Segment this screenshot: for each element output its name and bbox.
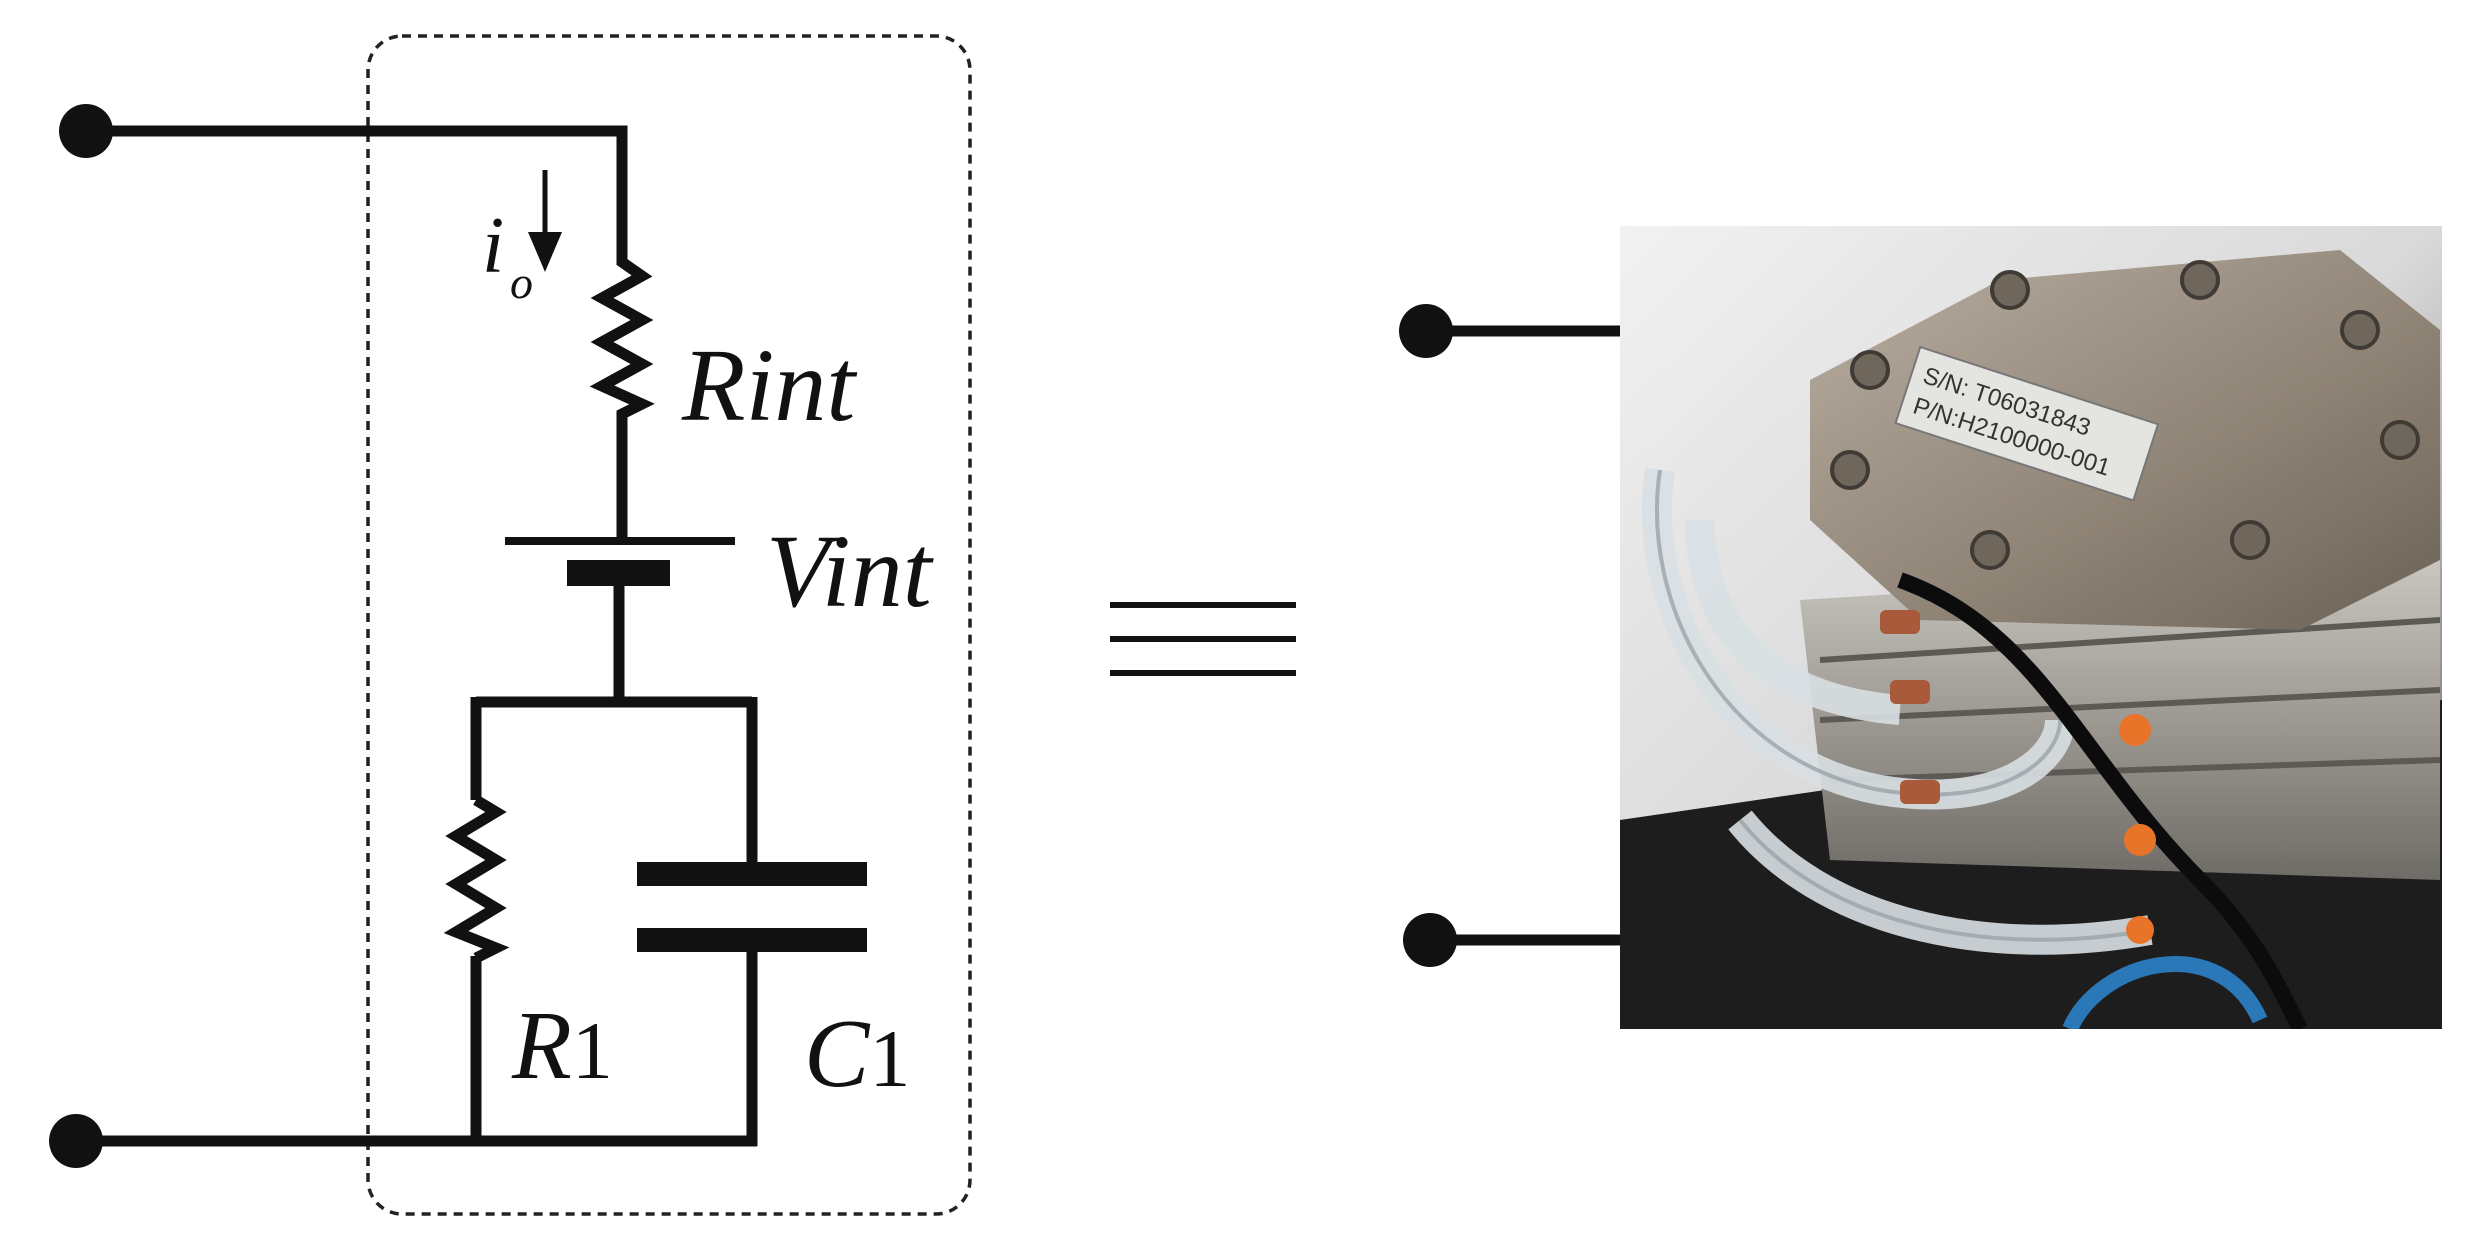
r1-label: R1 (511, 992, 613, 1100)
fuel-cell-terminals (1399, 304, 1622, 967)
equivalence-symbol: ≡ (1110, 602, 1296, 676)
bottom-terminal (49, 1114, 103, 1168)
c1-plate-top (637, 862, 867, 886)
c1-label: C1 (804, 1000, 910, 1108)
vint-label: Vint (766, 514, 934, 629)
fuel-cell-photo: S/N: T06031843 P/N:H2100000-001 (1620, 226, 2442, 1029)
top-wire (86, 125, 628, 250)
vint-short-plate (567, 560, 670, 586)
r1-resistor (443, 795, 510, 963)
rint-label: Rint (681, 328, 857, 443)
rint-resistor (589, 250, 655, 420)
c1-plate-bottom (637, 928, 867, 952)
cell-enclosure-dashed-box (366, 34, 972, 1216)
circuit-diagram: i o Rint Vint R1 C1 (49, 34, 972, 1216)
current-arrow-head (528, 232, 562, 272)
current-label: i (482, 202, 504, 290)
current-subscript: o (510, 257, 533, 308)
